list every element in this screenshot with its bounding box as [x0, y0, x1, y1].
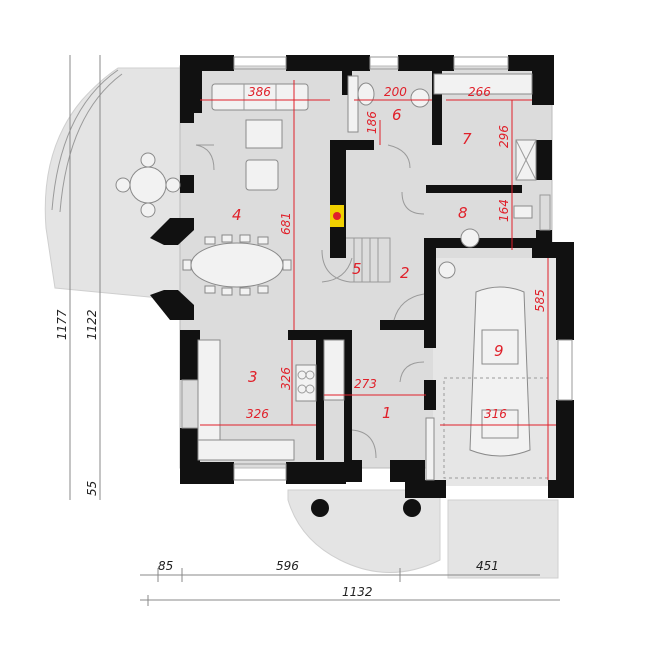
- dim-hall-width: 273: [354, 377, 377, 391]
- room-number-4: 4: [232, 206, 242, 224]
- room-number-5: 5: [352, 260, 362, 278]
- dim-room7-depth: 296: [497, 125, 511, 148]
- dim-garage-depth: 585: [533, 289, 547, 312]
- dim-left-main: 1122: [85, 309, 99, 340]
- terrace: [44, 67, 181, 301]
- dim-bath-width: 200: [384, 85, 407, 99]
- dim-bottom-total: 1132: [342, 585, 373, 599]
- dim-left-total: 1177: [55, 309, 69, 340]
- dim-kitchen-depth: 326: [279, 367, 293, 390]
- dim-living-depth: 681: [279, 212, 293, 235]
- room-number-7: 7: [462, 130, 472, 148]
- room-number-8: 8: [458, 204, 468, 222]
- dim-kitchen-width: 326: [246, 407, 269, 421]
- room-number-6: 6: [392, 106, 402, 124]
- dim-room8-depth: 164: [497, 199, 511, 222]
- room-number-1: 1: [382, 404, 392, 422]
- dim-room7-width: 266: [468, 85, 491, 99]
- dim-bottom-a: 85: [158, 559, 173, 573]
- room-number-2: 2: [400, 264, 410, 282]
- room-number-9: 9: [494, 342, 504, 360]
- dim-bottom-b: 596: [276, 559, 299, 573]
- dim-garage-width: 316: [484, 407, 507, 421]
- room-number-3: 3: [248, 368, 258, 386]
- furniture: [115, 73, 549, 517]
- dim-bottom-c: 451: [476, 559, 499, 573]
- walls: [150, 55, 574, 498]
- garage-apron: [447, 499, 559, 579]
- dim-bath-depth: 186: [365, 111, 379, 134]
- outer-dimension-lines: [69, 55, 560, 606]
- doors: [195, 144, 425, 459]
- windows: [181, 56, 573, 481]
- dim-left-small: 55: [85, 481, 99, 496]
- dim-living-width: 386: [248, 85, 271, 99]
- inner-dimension-lines: [200, 80, 556, 480]
